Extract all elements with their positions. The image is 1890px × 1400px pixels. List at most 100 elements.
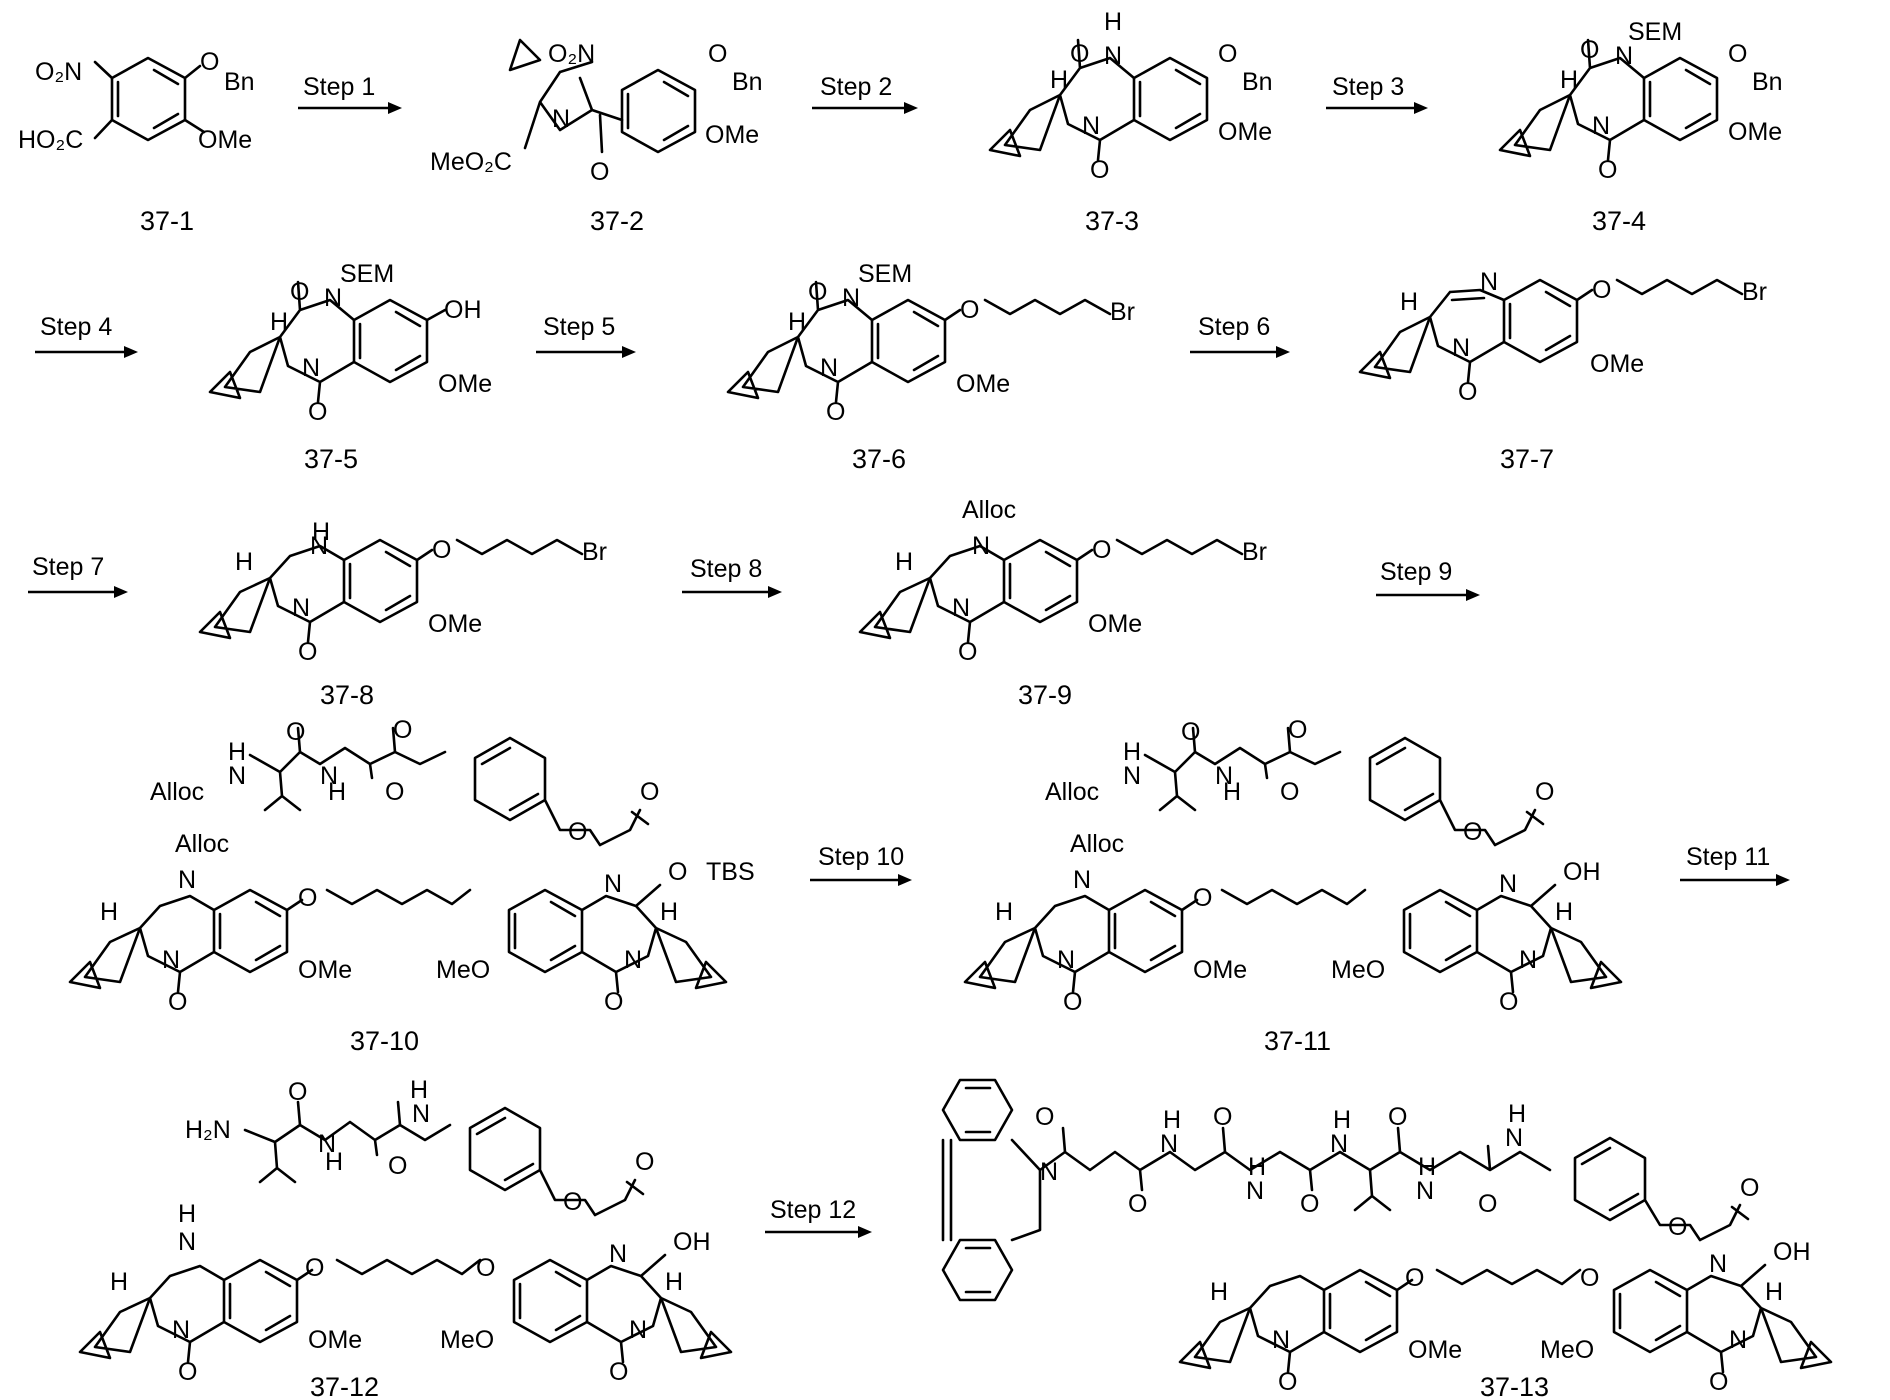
atom-label: O (568, 818, 587, 846)
atom-label: N (1073, 866, 1091, 894)
atom-label: N (324, 284, 342, 312)
compound-37-12: H₂N O H N H N H N O O O O O N OH H H N O… (80, 1076, 731, 1400)
compound-37-1: O₂N O Bn HO₂C OMe 37-1 (18, 48, 255, 236)
compound-id: 37-6 (852, 444, 906, 474)
atom-label: OMe (1218, 118, 1272, 146)
atom-label: N (1082, 112, 1100, 140)
atom-label: O (200, 48, 219, 76)
reaction-arrow-step-5: Step 5 (536, 313, 636, 358)
atom-label: OMe (1193, 956, 1247, 984)
atom-label: H₂N (185, 1116, 231, 1144)
atom-label: O (385, 778, 404, 806)
atom-label: H (1765, 1278, 1783, 1306)
atom-label: N (624, 946, 642, 974)
compound-id: 37-8 (320, 680, 374, 710)
step-label: Step 4 (40, 313, 112, 341)
atom-label: O (1580, 36, 1599, 64)
atom-label: O (826, 398, 845, 426)
atom-label: O (1092, 536, 1111, 564)
reaction-arrow-step-11: Step 11 (1680, 843, 1790, 886)
atom-label: N (1272, 1326, 1290, 1354)
arrow-head (858, 1226, 872, 1238)
atom-label: O (1288, 716, 1307, 744)
atom-label: O (1280, 778, 1299, 806)
atom-label: O (393, 716, 412, 744)
atom-label: N (1123, 762, 1141, 790)
step-label: Step 11 (1686, 843, 1770, 871)
atom-label: HO₂C (18, 126, 83, 154)
compound-37-9: Alloc N O Br H N OMe O 37-9 (860, 496, 1267, 710)
atom-label: O (1300, 1190, 1319, 1218)
atom-label: N (1330, 1130, 1348, 1158)
atom-label: O (609, 1358, 628, 1386)
arrow-head (768, 586, 782, 598)
atom-label: Alloc (962, 496, 1016, 524)
dbco-37-13 (943, 1080, 1040, 1300)
atom-label: OMe (438, 370, 492, 398)
atom-label: O (305, 1254, 324, 1282)
atom-label: O (476, 1254, 495, 1282)
compound-id: 37-9 (1018, 680, 1072, 710)
atom-label: O (286, 718, 305, 746)
atom-label: O (1090, 156, 1109, 184)
atom-label: H (1104, 8, 1122, 36)
pbd-right-37-11 (1404, 885, 1621, 992)
atom-label: O (298, 638, 317, 666)
compound-id: 37-1 (140, 206, 194, 236)
arrow-head (1776, 874, 1790, 886)
atom-label: N (1480, 268, 1498, 296)
atom-label: O (708, 40, 727, 68)
reaction-arrow-step-8: Step 8 (682, 555, 782, 598)
step-label: Step 3 (1332, 73, 1404, 101)
atom-label: OMe (308, 1326, 362, 1354)
atom-label: MeO (440, 1326, 494, 1354)
atom-label: OH (1563, 858, 1601, 886)
atom-label: OH (444, 296, 482, 324)
compound-37-13: O N H N O H N O H N O H N O H N O O O O … (943, 1080, 1831, 1400)
compound-37-7: H N O Br N OMe O 37-7 (1360, 268, 1767, 474)
benzyl-ring-37-12 (470, 1108, 643, 1215)
step-label: Step 10 (818, 843, 904, 871)
atom-label: N (1709, 1250, 1727, 1278)
ring-37-3 (1134, 58, 1207, 140)
atom-label: N (1215, 762, 1233, 790)
atom-label: Br (582, 538, 607, 566)
step-label: Step 2 (820, 73, 892, 101)
ring-37-8 (344, 540, 417, 622)
arrow-head (124, 346, 138, 358)
ring-37-9 (1004, 540, 1077, 622)
atom-label: N (318, 1130, 336, 1158)
atom-label: O (388, 1152, 407, 1180)
atom-label: O (1728, 40, 1747, 68)
atom-label: SEM (340, 260, 394, 288)
atom-label: N (629, 1316, 647, 1344)
step-label: Step 6 (1198, 313, 1270, 341)
atom-label: O (1499, 988, 1518, 1016)
atom-label: N (1416, 1177, 1434, 1205)
ring-37-5 (354, 300, 427, 382)
compound-id: 37-2 (590, 206, 644, 236)
atom-label: N (1160, 1130, 1178, 1158)
atom-label: H (1555, 898, 1573, 926)
atom-label: O (1388, 1103, 1407, 1131)
atom-label: O (960, 296, 979, 324)
atom-label: Br (1242, 538, 1267, 566)
atom-label: N (552, 105, 570, 133)
atom-label: O (168, 988, 187, 1016)
atom-label: N (820, 354, 838, 382)
atom-label: O (1740, 1174, 1759, 1202)
atom-label: N (1505, 1124, 1523, 1152)
peptide-chain-37-13 (1040, 1128, 1550, 1210)
pbd-right-37-13 (1614, 1265, 1831, 1372)
atom-label: O (1405, 1264, 1424, 1292)
atom-label: N (172, 1316, 190, 1344)
atom-label: N (842, 284, 860, 312)
atom-label: N (1519, 946, 1537, 974)
atom-label: MeO (1540, 1336, 1594, 1364)
atom-label: Br (1742, 278, 1767, 306)
compound-37-4: SEM O N O Bn H N OMe O 37-4 (1500, 18, 1783, 236)
atom-label: O (1709, 1368, 1728, 1396)
atom-label: O (635, 1148, 654, 1176)
atom-label: N (412, 1100, 430, 1128)
atom-label: N (310, 532, 328, 560)
